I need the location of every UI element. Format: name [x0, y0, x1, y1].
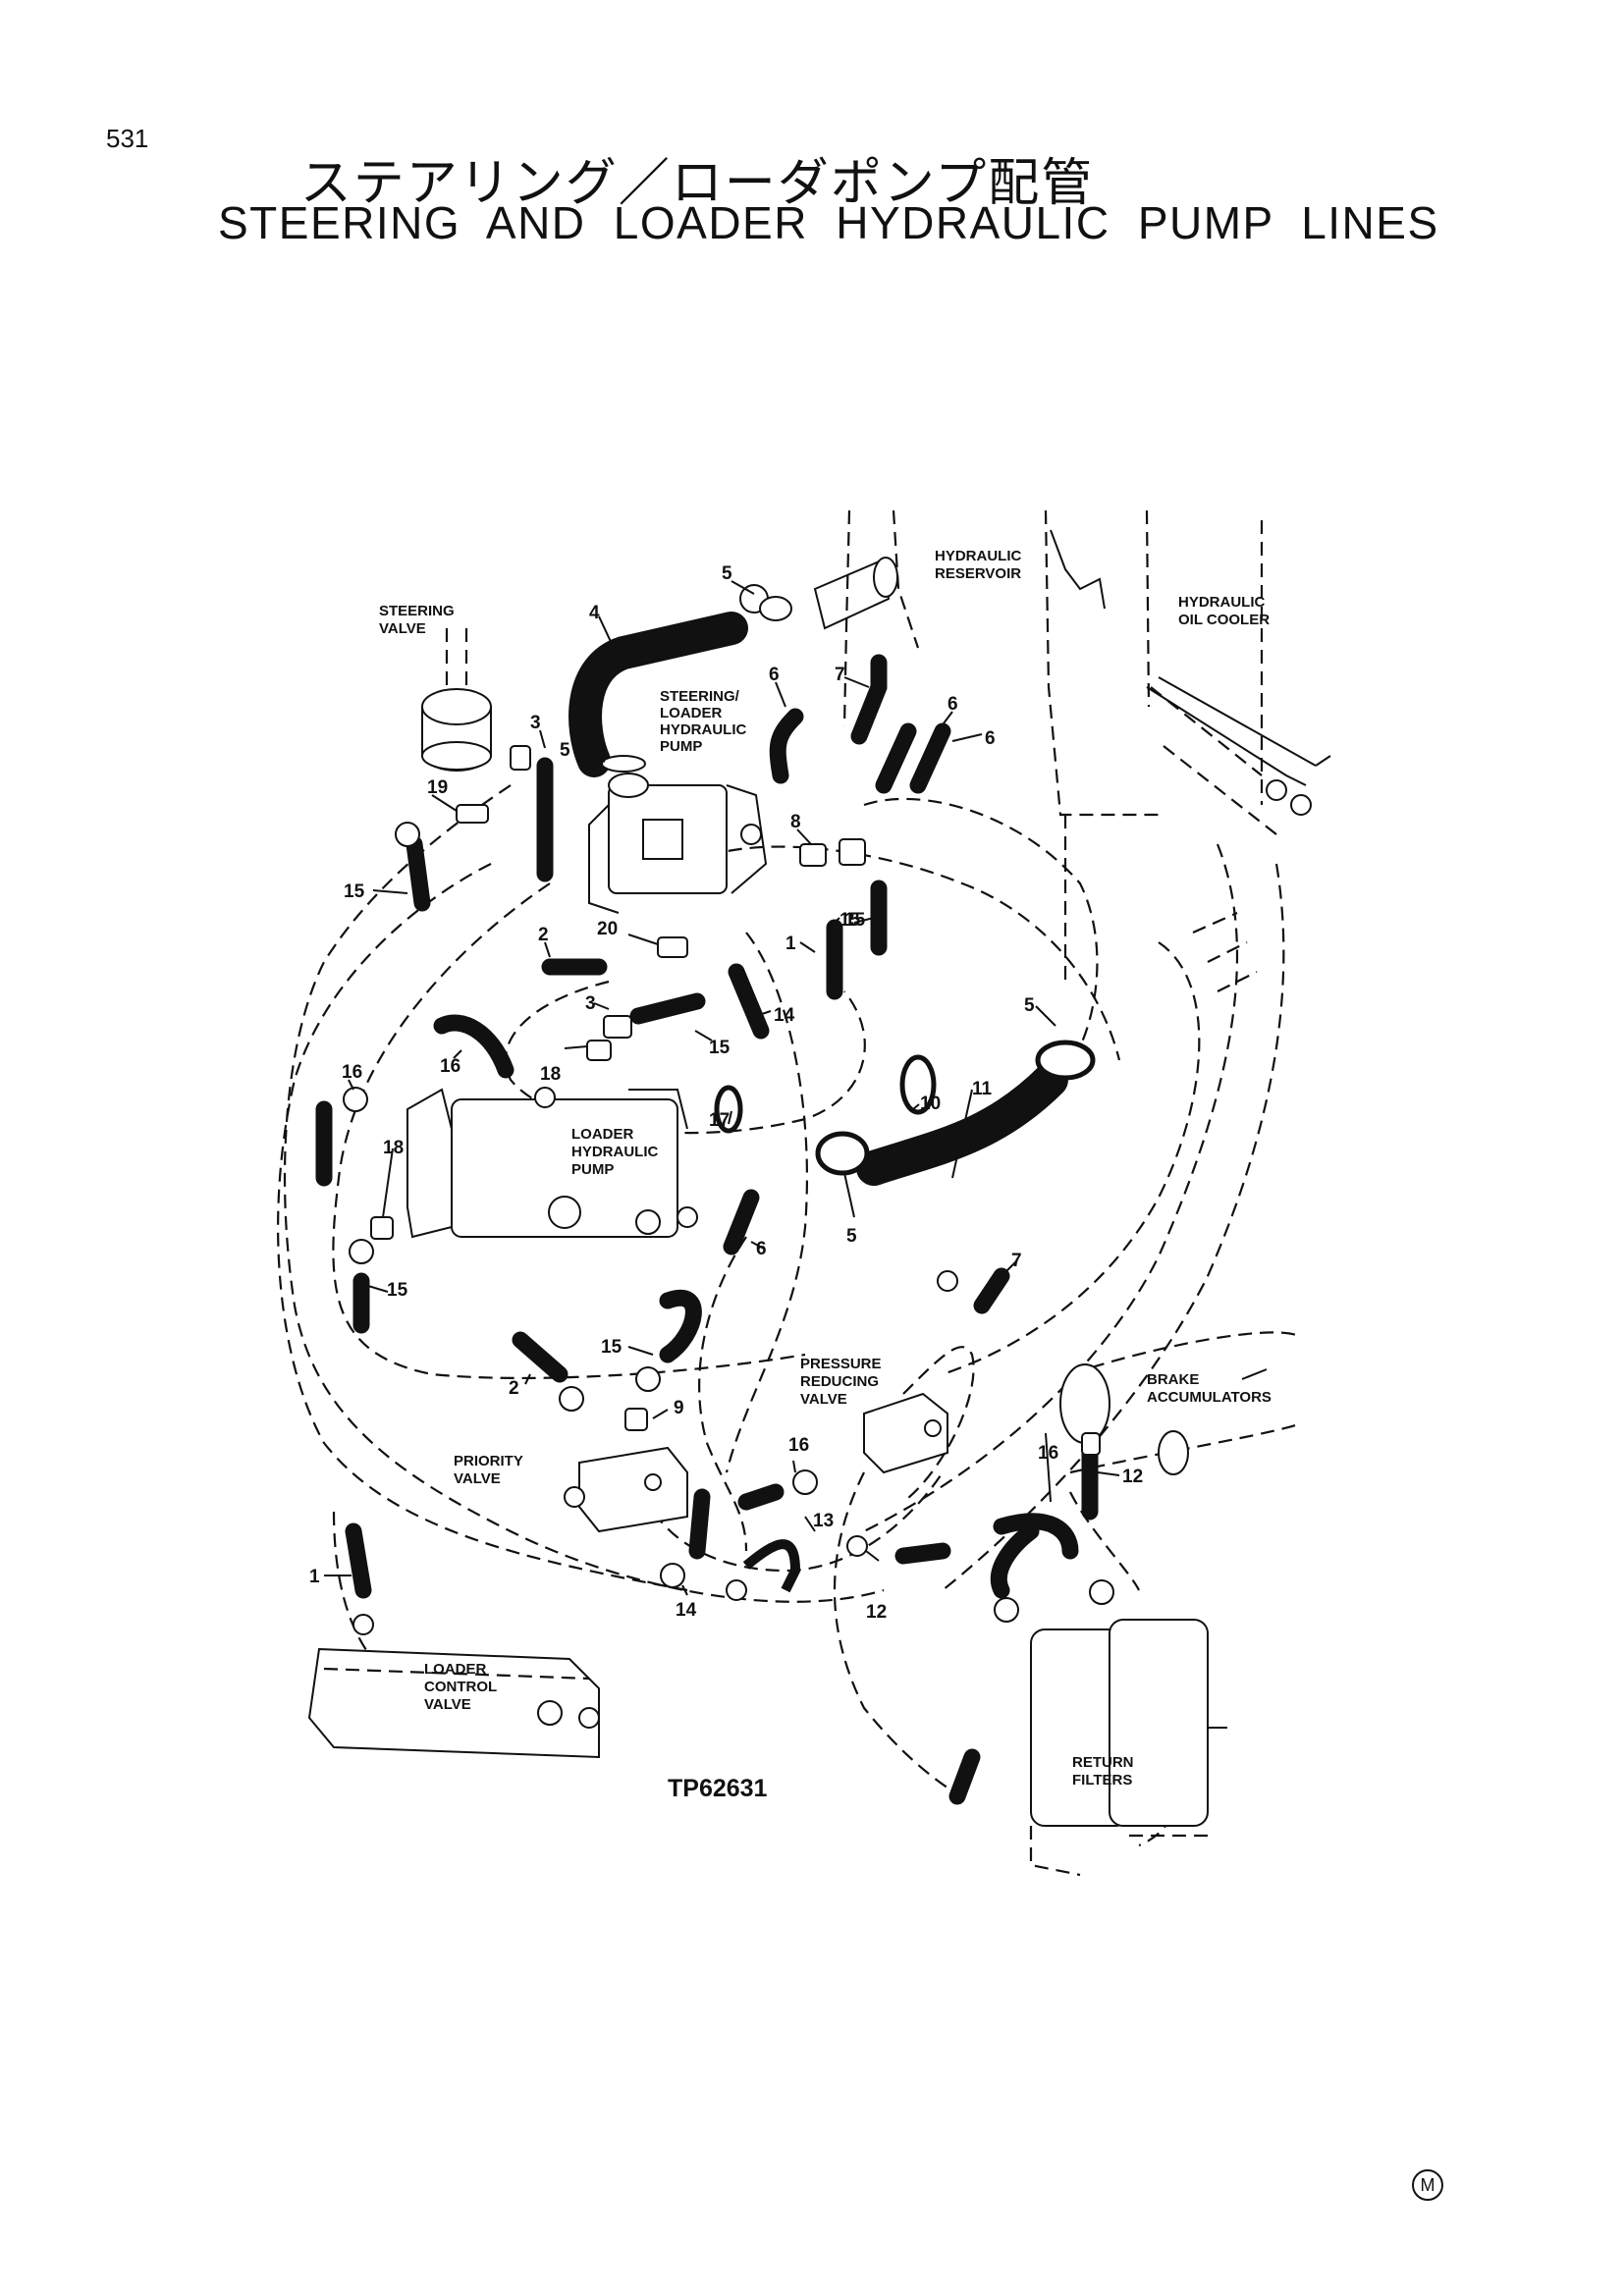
callout: 2: [509, 1378, 519, 1399]
label-return-filters-2: FILTERS: [1072, 1772, 1132, 1789]
label-oil-cooler-2: OIL COOLER: [1178, 612, 1270, 628]
figure-id: TP62631: [668, 1775, 768, 1802]
callout: 18: [540, 1064, 561, 1085]
callout: 16: [788, 1435, 809, 1456]
brake-accumulators: [1059, 1331, 1302, 1475]
label-sl-pump-4: PUMP: [660, 738, 702, 755]
callout: 1: [785, 934, 796, 954]
callout: 15: [844, 910, 866, 931]
callout: 6: [769, 665, 780, 685]
label-priority-valve-2: VALVE: [454, 1470, 501, 1487]
page-title-english: STEERING AND LOADER HYDRAULIC PUMP LINES: [218, 197, 1439, 248]
label-loader-pump-2: HYDRAULIC: [571, 1144, 658, 1160]
reservoir-structure: [813, 529, 1331, 992]
steering-loader-pump: [588, 773, 768, 914]
label-reservoir-2: RESERVOIR: [935, 565, 1021, 582]
label-sl-pump-2: LOADER: [660, 705, 723, 721]
loader-control-valve: [307, 1647, 600, 1759]
label-steering-valve-2: VALVE: [379, 620, 426, 637]
label-loader-pump-1: LOADER: [571, 1126, 634, 1143]
steering-valve: [421, 628, 492, 772]
callout: 12: [866, 1602, 887, 1623]
label-prv-1: PRESSURE: [800, 1356, 882, 1372]
callout: 11: [972, 1079, 993, 1099]
callout: 6: [756, 1239, 767, 1259]
callout: 14: [676, 1600, 697, 1621]
label-prv-3: VALVE: [800, 1391, 847, 1408]
label-brake-accumulators-2: ACCUMULATORS: [1147, 1389, 1272, 1406]
callout: 6: [947, 694, 958, 715]
label-priority-valve-1: PRIORITY: [454, 1453, 523, 1469]
callout: 15: [344, 881, 365, 902]
callout: 3: [530, 713, 541, 733]
callout: 4: [589, 603, 600, 623]
callout: 14: [774, 1005, 795, 1026]
callout: 6: [985, 728, 996, 749]
callout: 5: [846, 1226, 857, 1247]
component-labels: STEERING VALVE HYDRAULIC RESERVOIR HYDRA…: [379, 548, 1272, 1789]
callout: 16: [440, 1056, 460, 1077]
page-number: 531: [106, 124, 149, 153]
callout: 5: [560, 740, 570, 761]
callout: 16: [342, 1062, 362, 1083]
callout: 12: [1122, 1467, 1143, 1487]
callout: 7: [1011, 1251, 1022, 1271]
callout: 8: [790, 812, 801, 832]
priority-valve: [564, 1446, 688, 1533]
label-loader-pump-3: PUMP: [571, 1161, 614, 1178]
corner-mark: M: [1412, 2169, 1443, 2201]
callout: 2: [538, 925, 549, 945]
callout: 17: [709, 1110, 730, 1131]
label-return-filters-1: RETURN: [1072, 1754, 1134, 1771]
callout: 5: [722, 563, 732, 584]
callout: 16: [1038, 1443, 1058, 1464]
callout: 13: [813, 1511, 834, 1531]
page-title-japanese: ステアリング／ローダポンプ配管: [299, 154, 1095, 213]
callout: 15: [839, 910, 861, 931]
label-oil-cooler-1: HYDRAULIC: [1178, 594, 1265, 611]
loader-hydraulic-pump: [406, 1088, 698, 1239]
label-prv-2: REDUCING: [800, 1373, 879, 1390]
callout: 15: [709, 1038, 731, 1058]
callout: 9: [674, 1398, 684, 1418]
return-filters: [1029, 1619, 1227, 1877]
callout-numbers: 5 4 3 5 6 7 6 6 19 15 8 15 2 20 1 15 3 1…: [309, 563, 1143, 1623]
callout: 5: [1024, 995, 1035, 1016]
pressure-reducing-valve: [863, 1392, 948, 1474]
callout: 7: [835, 665, 845, 685]
callout: 10: [920, 1094, 941, 1114]
fittings: [343, 584, 1114, 1635]
callout: 18: [383, 1138, 404, 1158]
label-sl-pump-3: HYDRAULIC: [660, 721, 746, 738]
callout: 20: [597, 919, 618, 939]
label-brake-accumulators-1: BRAKE: [1147, 1371, 1199, 1388]
label-reservoir-1: HYDRAULIC: [935, 548, 1021, 564]
label-steering-valve-1: STEERING: [379, 603, 455, 619]
hoses: [315, 612, 1099, 1805]
label-lcv-2: CONTROL: [424, 1679, 497, 1695]
callout: 15: [387, 1280, 408, 1301]
callout: 19: [427, 777, 448, 798]
label-lcv-3: VALVE: [424, 1696, 471, 1713]
label-sl-pump-1: STEERING/: [660, 688, 740, 705]
callout: 1: [309, 1567, 320, 1587]
callout: 3: [585, 993, 596, 1014]
leader-lines: [324, 580, 1268, 1596]
callout: 15: [601, 1337, 623, 1358]
label-lcv-1: LOADER: [424, 1661, 487, 1678]
